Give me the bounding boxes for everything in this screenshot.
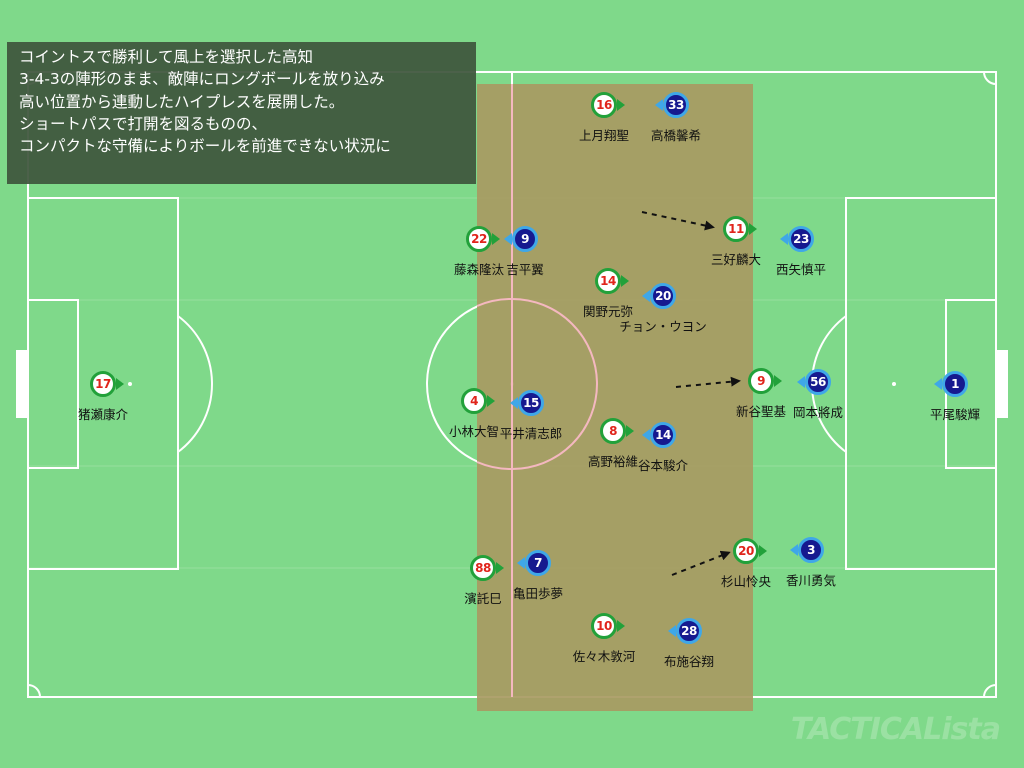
direction-icon [934, 378, 942, 390]
tactical-caption: コイントスで勝利して風上を選択した高知 3-4-3の陣形のまま、敵陣にロングボー… [7, 42, 476, 184]
blue-player-marker[interactable]: 15 [518, 390, 544, 416]
goal-right [996, 350, 1008, 418]
direction-icon [668, 625, 676, 637]
caption-line: コンパクトな守備によりボールを前進できない状況に [19, 137, 391, 156]
blue-player-marker[interactable]: 28 [676, 618, 702, 644]
press-zone-lines [476, 84, 598, 697]
player-name-label: 藤森隆汰 [453, 262, 505, 277]
direction-icon [492, 233, 500, 245]
player-name-label: 高野裕維 [587, 454, 639, 469]
caption-line: 3-4-3の陣形のまま、敵陣にロングボールを放り込み [19, 70, 385, 89]
player-name-label: 関野元弥 [582, 304, 634, 319]
red-player-marker[interactable]: 11 [723, 216, 749, 242]
direction-icon [780, 233, 788, 245]
direction-icon [749, 223, 757, 235]
red-player-marker[interactable]: 16 [591, 92, 617, 118]
watermark-logo: TACTICALista [790, 712, 1001, 747]
direction-icon [617, 620, 625, 632]
direction-icon [642, 290, 650, 302]
red-player-marker[interactable]: 8 [600, 418, 626, 444]
blue-player-marker[interactable]: 7 [525, 550, 551, 576]
red-player-marker[interactable]: 22 [466, 226, 492, 252]
penalty-spot-right [892, 382, 896, 386]
direction-icon [642, 429, 650, 441]
blue-player-marker[interactable]: 23 [788, 226, 814, 252]
red-player-marker[interactable]: 9 [748, 368, 774, 394]
direction-icon [487, 395, 495, 407]
direction-icon [496, 562, 504, 574]
direction-icon [759, 545, 767, 557]
direction-icon [621, 275, 629, 287]
blue-player-marker[interactable]: 14 [650, 422, 676, 448]
red-player-marker[interactable]: 4 [461, 388, 487, 414]
direction-icon [797, 376, 805, 388]
caption-line: ショートパスで打開を図るものの、 [19, 114, 268, 133]
direction-icon [626, 425, 634, 437]
player-name-label: 濱託巳 [464, 591, 502, 606]
movement-arrows [641, 211, 741, 576]
red-player-marker[interactable]: 88 [470, 555, 496, 581]
player-name-label: 佐々木敦河 [572, 649, 636, 664]
player-name-label: 吉平翼 [506, 262, 544, 277]
player-name-label: 香川勇気 [785, 573, 837, 588]
caption-line: コイントスで勝利して風上を選択した高知 [19, 48, 314, 66]
player-name-label: 平井清志郎 [499, 426, 563, 441]
direction-icon [790, 544, 798, 556]
direction-icon [116, 378, 124, 390]
arrow-run-3 [671, 550, 731, 576]
player-name-label: 杉山怜央 [720, 574, 772, 589]
red-player-marker[interactable]: 17 [90, 371, 116, 397]
direction-icon [504, 233, 512, 245]
direction-icon [517, 557, 525, 569]
direction-icon [510, 397, 518, 409]
penalty-spot-left [128, 382, 132, 386]
player-name-label: 西矢慎平 [775, 262, 827, 277]
player-name-label: 猪瀬康介 [77, 407, 129, 422]
blue-player-marker[interactable]: 9 [512, 226, 538, 252]
player-name-label: 上月翔聖 [578, 128, 630, 143]
player-name-label: 布施谷翔 [663, 654, 715, 669]
arrow-run-1 [641, 211, 715, 231]
player-name-label: 高橋馨希 [650, 128, 702, 143]
blue-player-marker[interactable]: 3 [798, 537, 824, 563]
player-name-label: 谷本駿介 [637, 458, 689, 473]
arrow-run-2 [675, 376, 741, 388]
player-name-label: 岡本將成 [792, 405, 844, 420]
player-name-label: 小林大智 [448, 424, 500, 439]
blue-player-marker[interactable]: 33 [663, 92, 689, 118]
player-name-label: 平尾駿輝 [929, 407, 981, 422]
player-name-label: チョン・ウヨン [619, 319, 707, 334]
player-name-label: 三好麟大 [710, 252, 762, 267]
blue-player-marker[interactable]: 1 [942, 371, 968, 397]
caption-line: 高い位置から連動したハイプレスを展開した。 [19, 92, 345, 111]
direction-icon [655, 99, 663, 111]
goal-left [16, 350, 28, 418]
player-name-label: 亀田歩夢 [512, 586, 564, 601]
direction-icon [617, 99, 625, 111]
red-player-marker[interactable]: 10 [591, 613, 617, 639]
red-player-marker[interactable]: 20 [733, 538, 759, 564]
direction-icon [774, 375, 782, 387]
blue-player-marker[interactable]: 56 [805, 369, 831, 395]
red-player-marker[interactable]: 14 [595, 268, 621, 294]
player-name-label: 新谷聖基 [735, 404, 787, 419]
blue-player-marker[interactable]: 20 [650, 283, 676, 309]
